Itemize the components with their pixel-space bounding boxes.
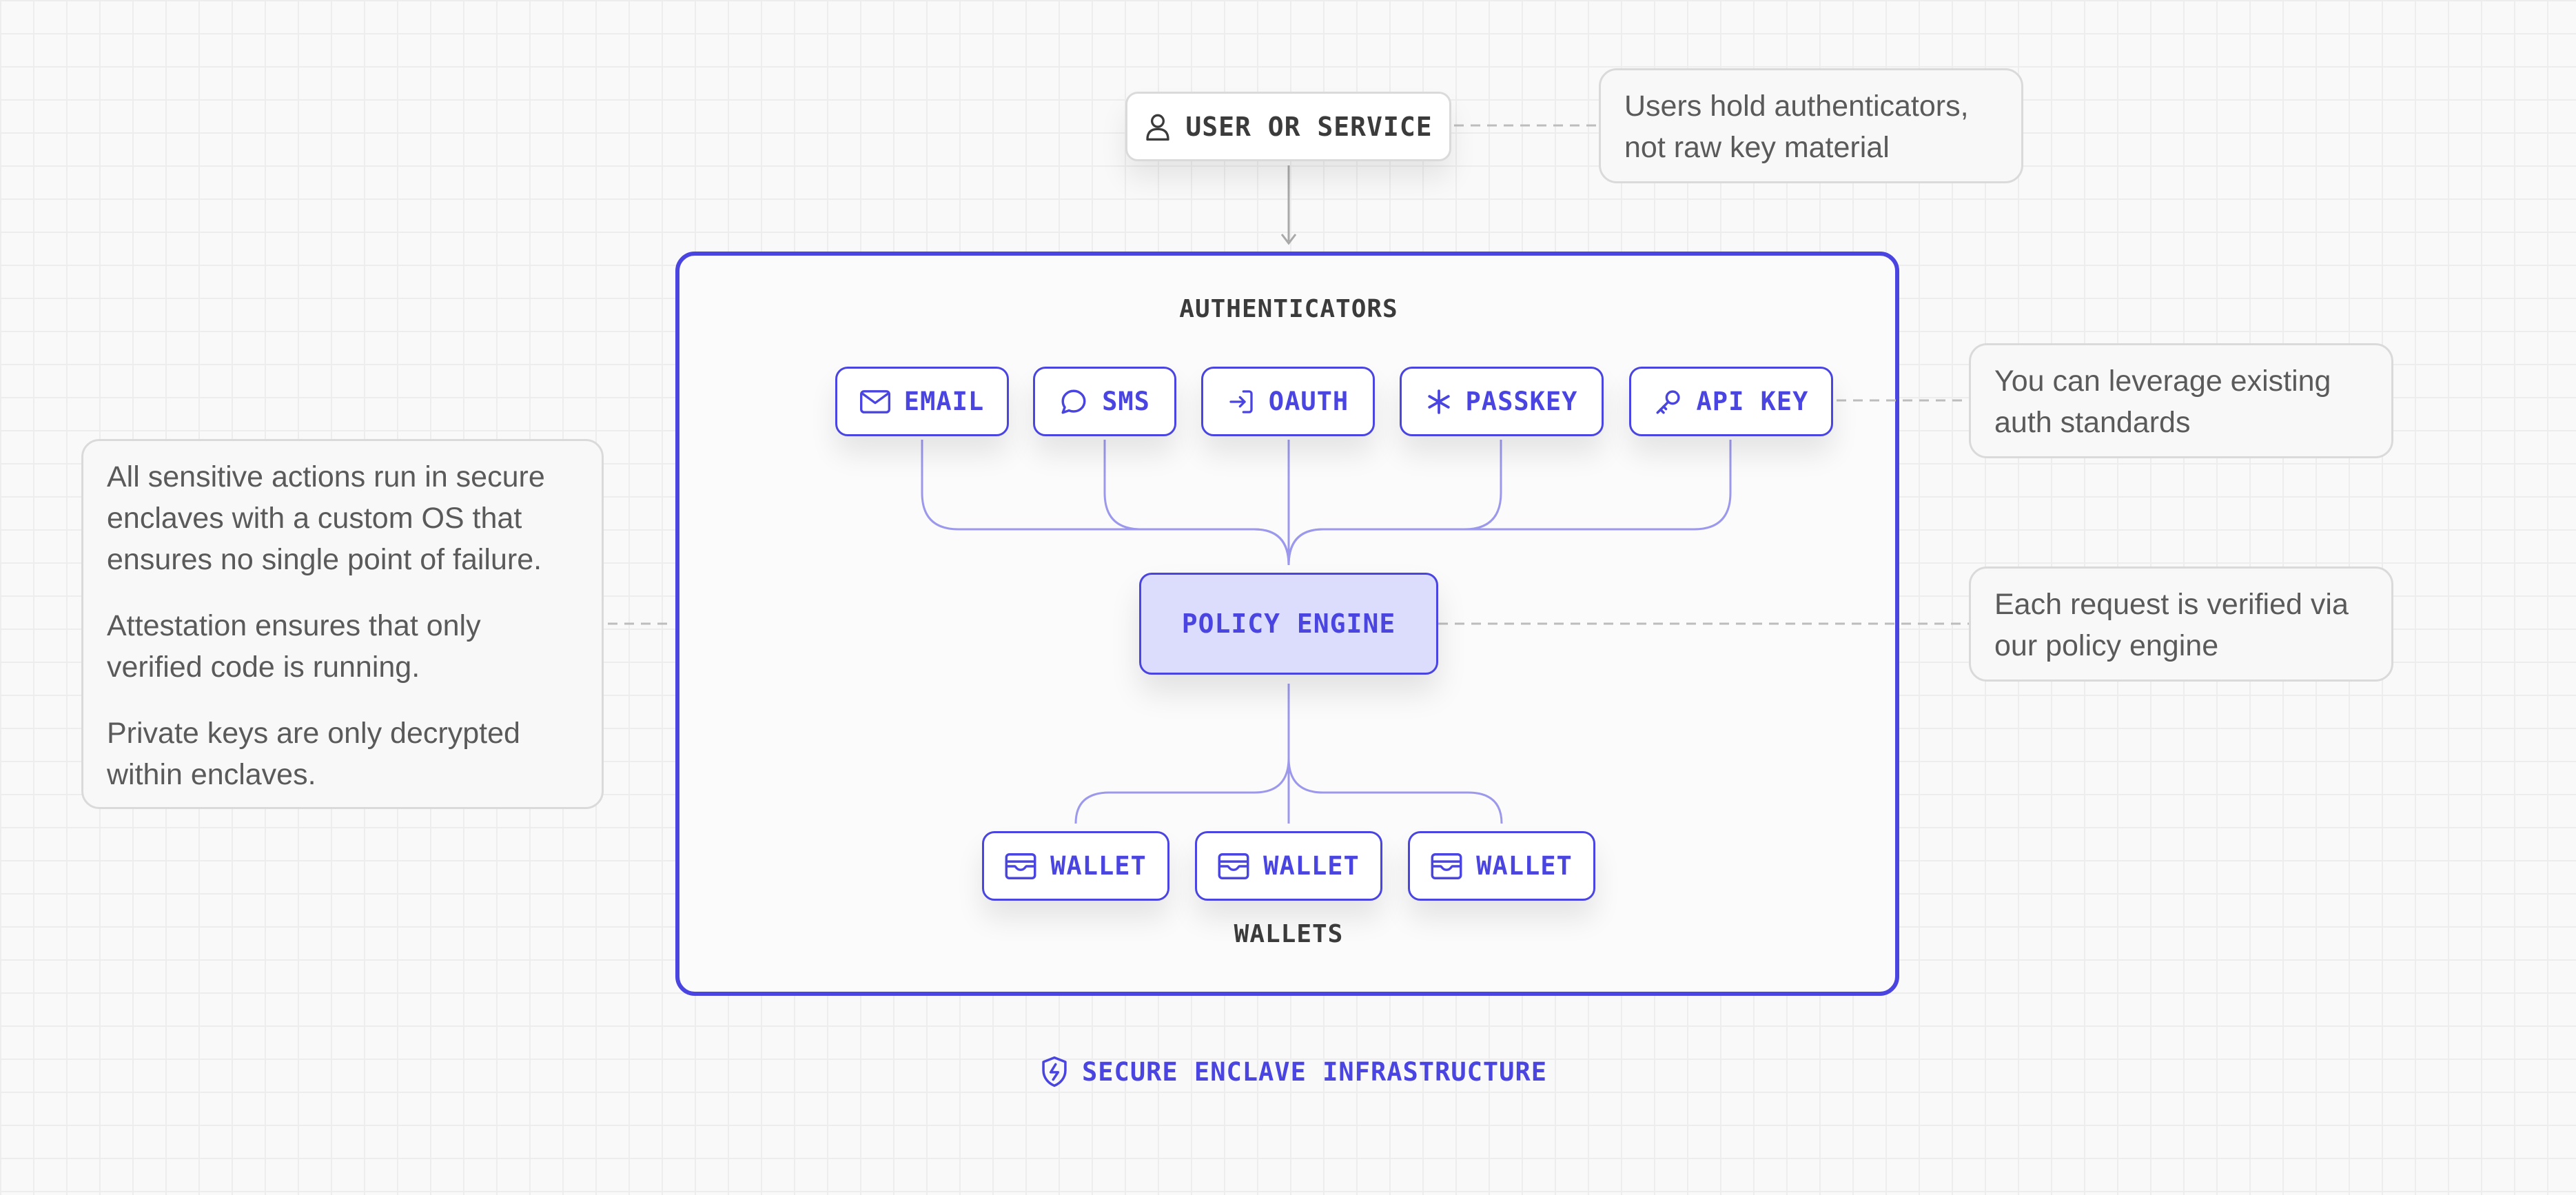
- note-line: within enclaves.: [107, 758, 316, 791]
- note-paragraph: Attestation ensures that only verified c…: [107, 605, 578, 688]
- wallets-title: WALLETS: [1234, 920, 1344, 948]
- note-line: Private keys are only decrypted: [107, 717, 520, 750]
- note-paragraph: All sensitive actions run in secure encl…: [107, 456, 578, 580]
- note-policy-engine: Each request is verified via our policy …: [1969, 566, 2393, 682]
- note-line: not raw key material: [1624, 131, 1890, 164]
- user-or-service-node: USER OR SERVICE: [1125, 92, 1451, 161]
- note-paragraph: Private keys are only decrypted within e…: [107, 713, 578, 795]
- user-icon: [1144, 112, 1172, 142]
- secure-enclave-caption: SECURE ENCLAVE INFRASTRUCTURE: [1041, 1052, 1547, 1091]
- wallet-label: WALLET: [1263, 851, 1360, 881]
- authenticator-label: API KEY: [1696, 387, 1809, 416]
- wallet-label: WALLET: [1476, 851, 1573, 881]
- note-line: verified code is running.: [107, 651, 420, 684]
- asterisk-icon: [1426, 389, 1452, 415]
- note-line: our policy engine: [1994, 629, 2219, 662]
- wallet-icon: [1005, 852, 1036, 879]
- key-icon: [1654, 387, 1683, 416]
- authenticator-label: SMS: [1102, 387, 1150, 416]
- note-line: Each request is verified via: [1994, 588, 2349, 621]
- wallet-label: WALLET: [1050, 851, 1147, 881]
- authenticator-oauth[interactable]: OAUTH: [1201, 367, 1375, 436]
- note-line: You can leverage existing: [1994, 365, 2331, 398]
- authenticator-api-key[interactable]: API KEY: [1629, 367, 1833, 436]
- authenticator-label: EMAIL: [903, 387, 985, 416]
- chat-bubble-icon: [1059, 387, 1088, 416]
- wallet-node[interactable]: WALLET: [1195, 831, 1382, 901]
- login-icon: [1227, 388, 1255, 416]
- note-line: ensures no single point of failure.: [107, 543, 542, 576]
- shield-bolt-icon: [1041, 1056, 1068, 1087]
- authenticator-email[interactable]: EMAIL: [835, 367, 1009, 436]
- note-line: auth standards: [1994, 406, 2191, 439]
- secure-enclave-caption-label: SECURE ENCLAVE INFRASTRUCTURE: [1082, 1056, 1548, 1087]
- note-line: Attestation ensures that only: [107, 609, 481, 642]
- authenticator-sms[interactable]: SMS: [1033, 367, 1176, 436]
- note-user-authenticators: Users hold authenticators, not raw key m…: [1599, 68, 2023, 183]
- wallet-node[interactable]: WALLET: [982, 831, 1169, 901]
- authenticator-passkey[interactable]: PASSKEY: [1400, 367, 1604, 436]
- policy-engine-node[interactable]: POLICY ENGINE: [1139, 573, 1438, 675]
- note-auth-standards: You can leverage existing auth standards: [1969, 343, 2393, 458]
- note-line: All sensitive actions run in secure: [107, 460, 545, 493]
- wallet-icon: [1218, 852, 1249, 879]
- note-line: enclaves with a custom OS that: [107, 502, 522, 535]
- note-secure-enclaves: All sensitive actions run in secure encl…: [81, 439, 604, 809]
- mail-icon: [859, 389, 890, 414]
- wallet-node[interactable]: WALLET: [1408, 831, 1595, 901]
- policy-engine-label: POLICY ENGINE: [1181, 609, 1396, 639]
- wallet-icon: [1431, 852, 1462, 879]
- authenticator-label: PASSKEY: [1465, 387, 1578, 416]
- user-arrow: [1280, 165, 1297, 245]
- note-line: Users hold authenticators,: [1624, 90, 1969, 123]
- authenticator-label: OAUTH: [1268, 387, 1349, 416]
- user-or-service-label: USER OR SERVICE: [1185, 111, 1433, 142]
- authenticators-title: AUTHENTICATORS: [1179, 295, 1398, 323]
